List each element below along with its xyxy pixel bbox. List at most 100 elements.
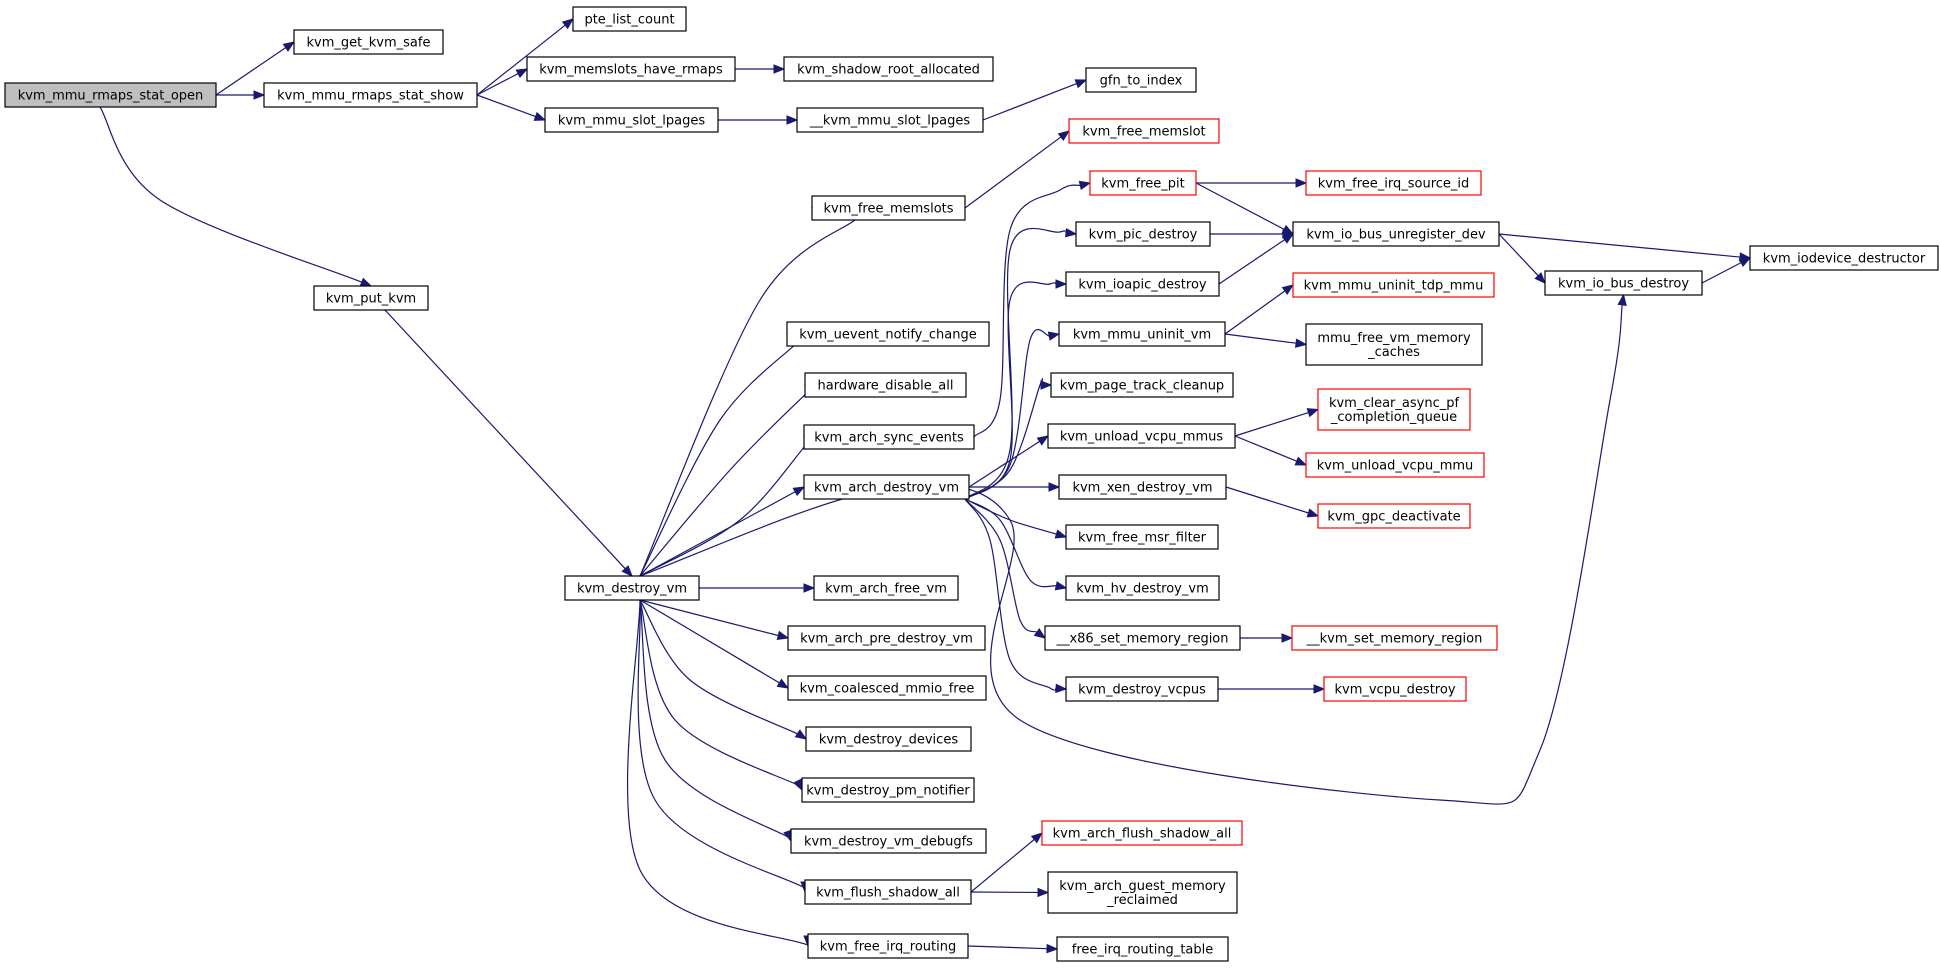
function-node-hda[interactable]: hardware_disable_all — [804, 372, 967, 398]
function-node-mfvm[interactable]: mmu_free_vm_memory_caches — [1305, 323, 1483, 366]
function-node-fsa[interactable]: kvm_flush_shadow_all — [804, 879, 972, 905]
node-box — [804, 879, 972, 905]
node-box — [1068, 118, 1220, 144]
node-label: kvm_free_irq_routing — [820, 940, 956, 955]
function-node-ptc[interactable]: kvm_page_track_cleanup — [1050, 372, 1234, 398]
arrowhead-icon — [773, 64, 786, 74]
call-edge-fir-to-firt — [967, 943, 1059, 954]
function-node-cmf[interactable]: kvm_coalesced_mmio_free — [787, 675, 987, 701]
function-node-fmf[interactable]: kvm_free_msr_filter — [1065, 524, 1219, 550]
call-edge-dvm-to-adv — [639, 486, 806, 577]
call-edge-ioad-to-iobud — [1218, 233, 1295, 285]
function-node-une[interactable]: kvm_uevent_notify_change — [786, 321, 990, 347]
node-label: kvm_free_memslot — [1082, 125, 1205, 140]
node-label: kvm_free_msr_filter — [1078, 531, 1207, 546]
function-node-picd[interactable]: kvm_pic_destroy — [1075, 221, 1211, 247]
function-node-mhr[interactable]: kvm_memslots_have_rmaps — [526, 56, 736, 82]
edge-line — [476, 73, 519, 96]
edge-line — [964, 136, 1062, 209]
function-node-gpcd[interactable]: kvm_gpc_deactivate — [1317, 503, 1471, 529]
node-box — [4, 82, 217, 108]
function-node-gfn[interactable]: gfn_to_index — [1085, 67, 1197, 93]
function-node-fpit[interactable]: kvm_free_pit — [1089, 170, 1197, 196]
function-node-dvm[interactable]: kvm_destroy_vm — [564, 575, 700, 601]
function-node-gks[interactable]: kvm_get_kvm_safe — [293, 29, 444, 55]
node-box — [1047, 871, 1238, 914]
node-label: kvm_destroy_vcpus — [1078, 683, 1206, 698]
function-node-fm[interactable]: kvm_free_memslot — [1068, 118, 1220, 144]
arrowhead-icon — [359, 277, 373, 287]
function-node-mmuuv[interactable]: kvm_mmu_uninit_vm — [1058, 321, 1226, 347]
node-label: kvm_hv_destroy_vm — [1076, 582, 1209, 597]
call-edge-dvm-to-une — [639, 332, 806, 577]
node-label: kvm_mmu_rmaps_stat_open — [18, 89, 204, 104]
function-node-mutdp[interactable]: kvm_mmu_uninit_tdp_mmu — [1292, 272, 1495, 298]
function-node-x86s[interactable]: __x86_set_memory_region — [1044, 625, 1241, 651]
function-node-dpn[interactable]: kvm_destroy_pm_notifier — [801, 777, 975, 803]
arrowhead-icon — [1306, 408, 1320, 418]
function-node-vcd[interactable]: kvm_vcpu_destroy — [1323, 676, 1467, 702]
function-node-put[interactable]: kvm_put_kvm — [313, 285, 429, 311]
function-node-dd[interactable]: kvm_destroy_devices — [805, 726, 972, 752]
function-node-dvc[interactable]: kvm_destroy_vcpus — [1065, 676, 1219, 702]
function-node-ase[interactable]: kvm_arch_sync_events — [803, 424, 975, 450]
call-edge-dvm-to-dd — [639, 599, 808, 740]
function-node-fms[interactable]: kvm_free_memslots — [811, 195, 966, 221]
function-node-hvd[interactable]: kvm_hv_destroy_vm — [1065, 575, 1220, 601]
call-edge-xdv-to-gpcd — [1225, 486, 1320, 518]
node-label: __kvm_mmu_slot_lpages — [809, 114, 970, 129]
call-edge-adv-to-x86s — [964, 498, 1047, 639]
edge-line — [1224, 290, 1286, 335]
function-node-ksmr[interactable]: __kvm_set_memory_region — [1291, 625, 1498, 651]
function-node-uvm[interactable]: kvm_unload_vcpu_mmus — [1047, 423, 1236, 449]
function-node-capf[interactable]: kvm_clear_async_pf_completion_queue — [1317, 388, 1471, 431]
call-edge-umsl-to-gfn — [982, 79, 1088, 121]
node-label: kvm_io_bus_unregister_dev — [1306, 228, 1486, 243]
function-node-adv[interactable]: kvm_arch_destroy_vm — [803, 474, 970, 500]
function-node-iod[interactable]: kvm_iodevice_destructor — [1749, 245, 1939, 271]
function-node-fir[interactable]: kvm_free_irq_routing — [807, 933, 969, 959]
edge-line — [1498, 233, 1741, 258]
node-label: kvm_destroy_pm_notifier — [806, 784, 970, 799]
edge-line — [967, 945, 1048, 950]
arrowhead-icon — [1281, 633, 1294, 643]
function-node-open[interactable]: kvm_mmu_rmaps_stat_open — [4, 82, 217, 108]
arrowhead-icon — [515, 68, 529, 79]
function-node-firt[interactable]: free_irq_routing_table — [1056, 936, 1229, 962]
node-label: free_irq_routing_table — [1072, 943, 1214, 958]
function-node-afv[interactable]: kvm_arch_free_vm — [813, 575, 959, 601]
call-edge-uvm-to-capf — [1234, 408, 1320, 437]
function-node-apd[interactable]: kvm_arch_pre_destroy_vm — [787, 625, 986, 651]
function-node-umsl[interactable]: __kvm_mmu_slot_lpages — [796, 107, 984, 133]
call-edge-open-to-put — [99, 106, 373, 287]
function-node-iobud[interactable]: kvm_io_bus_unregister_dev — [1292, 221, 1500, 247]
edge-line — [639, 384, 818, 577]
call-edge-fsa-to-agmr — [970, 887, 1050, 898]
node-box — [783, 56, 994, 82]
node-label: kvm_iodevice_destructor — [1763, 252, 1926, 267]
edge-line — [639, 434, 817, 577]
function-node-ptelc[interactable]: pte_list_count — [572, 6, 687, 32]
function-node-agmr[interactable]: kvm_arch_guest_memory_reclaimed — [1047, 871, 1238, 914]
arrowhead-icon — [1036, 435, 1050, 446]
function-node-dvd[interactable]: kvm_destroy_vm_debugfs — [790, 828, 987, 854]
node-label: gfn_to_index — [1100, 74, 1183, 89]
function-node-sra[interactable]: kvm_shadow_root_allocated — [783, 56, 994, 82]
function-node-xdv[interactable]: kvm_xen_destroy_vm — [1058, 474, 1227, 500]
edge-line — [982, 83, 1077, 121]
edge-line — [639, 599, 800, 843]
function-node-ioad[interactable]: kvm_ioapic_destroy — [1065, 271, 1220, 297]
node-label: __x86_set_memory_region — [1055, 632, 1228, 647]
node-label: kvm_pic_destroy — [1089, 228, 1198, 243]
function-node-msl[interactable]: kvm_mmu_slot_lpages — [544, 107, 719, 133]
function-node-fisi[interactable]: kvm_free_irq_source_id — [1305, 170, 1482, 196]
node-label: kvm_mmu_uninit_vm — [1073, 328, 1211, 343]
node-label: kvm_destroy_devices — [819, 733, 958, 748]
function-node-uvmu[interactable]: kvm_unload_vcpu_mmu — [1305, 452, 1485, 478]
call-edge-msl-to-umsl — [718, 115, 799, 125]
function-node-iobd[interactable]: kvm_io_bus_destroy — [1544, 270, 1703, 296]
edge-line — [1498, 233, 1539, 277]
function-node-afsa[interactable]: kvm_arch_flush_shadow_all — [1041, 820, 1243, 846]
edge-line — [1195, 182, 1285, 230]
function-node-show[interactable]: kvm_mmu_rmaps_stat_show — [263, 82, 478, 108]
